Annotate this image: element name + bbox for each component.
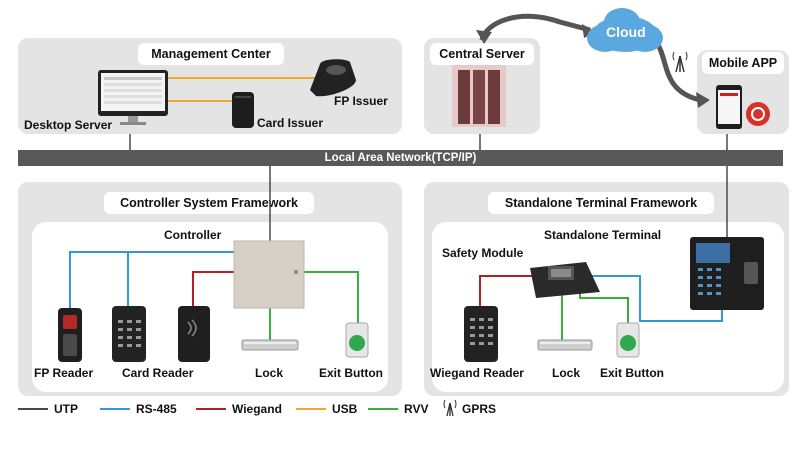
wiegand-card-reader-icon	[178, 306, 210, 362]
lan-bar: Local Area Network(TCP/IP)	[18, 150, 783, 166]
rs485-line	[69, 251, 234, 308]
exit-button-label: Exit Button	[600, 366, 664, 380]
controller-box-icon	[233, 240, 305, 309]
desktop-monitor-icon	[98, 70, 168, 125]
magnetic-lock-icon	[537, 339, 593, 351]
lock-label: Lock	[255, 366, 284, 380]
card-reader-label: Card Reader	[122, 366, 194, 380]
cloud-label: Cloud	[606, 24, 646, 40]
controller-framework-title: Controller System Framework	[104, 192, 314, 214]
legend-antenna-icon	[443, 399, 457, 417]
lock-label: Lock	[552, 366, 581, 380]
fp-reader-label: FP Reader	[34, 366, 94, 380]
arrowhead	[696, 92, 710, 108]
standalone-framework-title: Standalone Terminal Framework	[488, 192, 714, 214]
card-issuer-label: Card Issuer	[257, 116, 324, 130]
mobile-phone-icon	[716, 85, 770, 129]
cloud-link-right	[652, 38, 701, 103]
central-server-title: Central Server	[430, 43, 534, 65]
card-reader-icon	[112, 306, 146, 362]
magnetic-lock-icon	[241, 339, 299, 351]
fp-issuer-label: FP Issuer	[334, 94, 388, 108]
legend-wiegand-label: Wiegand	[232, 402, 282, 416]
antenna-icon	[672, 51, 688, 73]
exit-button-label: Exit Button	[319, 366, 383, 380]
legend-gprs-label: GPRS	[462, 402, 497, 416]
cloud-link-left	[479, 13, 591, 41]
safety-module-label: Safety Module	[442, 246, 524, 260]
fp-reader-icon	[58, 308, 82, 362]
cloud-icon	[587, 8, 663, 52]
wiegand-reader-icon	[464, 306, 498, 362]
exit-button-icon	[345, 322, 369, 358]
mobile-app-title: Mobile APP	[702, 52, 784, 74]
rvv-line	[304, 271, 359, 323]
legend-rs485-label: RS-485	[136, 402, 177, 416]
rvv-line	[579, 292, 629, 323]
standalone-terminal-label: Standalone Terminal	[544, 228, 662, 242]
wiegand-line	[192, 271, 234, 308]
fp-issuer-icon	[310, 59, 356, 97]
management-center-title: Management Center	[138, 43, 284, 65]
desktop-server-label: Desktop Server	[24, 118, 113, 132]
arrowhead	[582, 24, 596, 38]
safety-module-icon	[530, 262, 600, 298]
standalone-terminal-icon	[690, 237, 764, 310]
legend-rvv-label: RVV	[404, 402, 429, 416]
card-issuer-icon	[232, 92, 254, 128]
exit-button-icon	[616, 322, 640, 358]
controller-label: Controller	[164, 228, 222, 242]
wiegand-line	[479, 275, 534, 306]
rs485-line	[586, 275, 723, 322]
wiegand-reader-label: Wiegand Reader	[430, 366, 524, 380]
arrowhead	[476, 30, 492, 44]
controller-framework-inner	[32, 222, 388, 392]
legend-utp-label: UTP	[54, 402, 78, 416]
legend-usb-label: USB	[332, 402, 358, 416]
server-rack-icon	[452, 65, 506, 127]
